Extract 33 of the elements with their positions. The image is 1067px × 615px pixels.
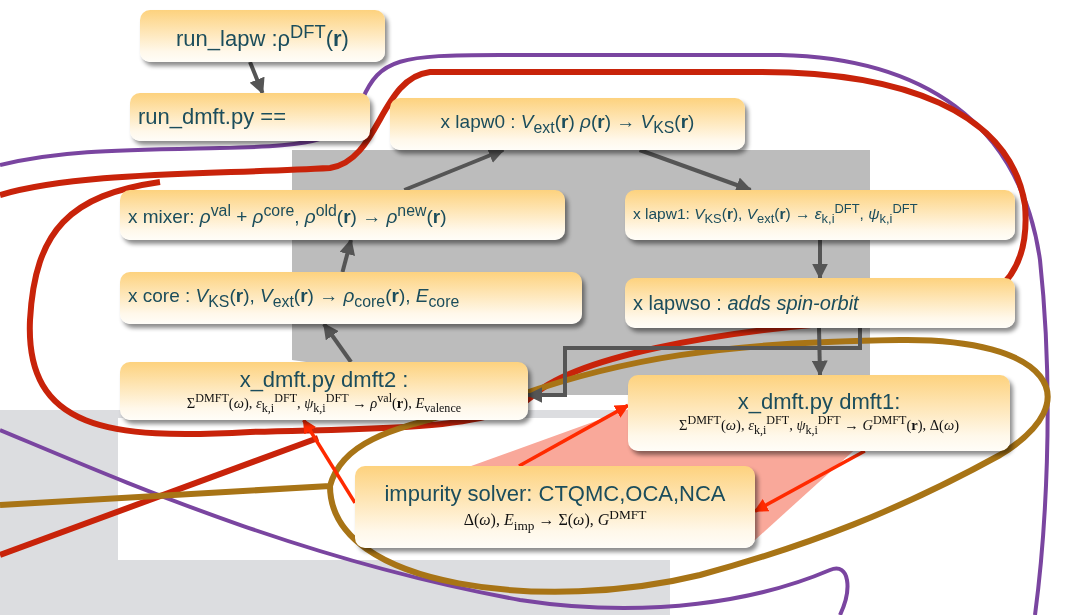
process-box (628, 375, 1010, 451)
arrow (811, 327, 828, 377)
process-box (625, 278, 1015, 328)
arrow (322, 322, 353, 364)
process-box (120, 272, 582, 324)
arrow (248, 61, 265, 95)
process-box (625, 190, 1015, 240)
process-box (390, 98, 745, 150)
arrow (638, 148, 753, 193)
formula-text: Δ(ω), E$_{imp}$ → Σ(ω), G$^{DMFT}$ (463, 506, 647, 533)
arrow (339, 238, 356, 273)
node-label: x_dmft.py dmft1: (737, 388, 901, 414)
arrow (403, 148, 505, 192)
node-label: x_dmft.py dmft2 : (239, 366, 409, 392)
node-label: x lapwso : adds spin-orbit (633, 291, 859, 315)
process-box (355, 466, 755, 548)
node-label: impurity solver: CTQMC,OCA,NCA (384, 481, 726, 507)
node-label: x core : V$_{KS}$(r), V$_{ext}$(r) → ρ$_{core}$(r), E$_{core}$ (128, 285, 460, 311)
arrow (526, 328, 862, 403)
process-box (120, 362, 528, 420)
process-box (140, 10, 385, 62)
process-box (120, 190, 565, 240)
arrow (812, 240, 828, 280)
arrow (302, 418, 357, 504)
node-label: x mixer: ρ$^{val}$ + ρ$^{core}$, ρ$^{old}$(r) → ρ$^{new}$(r) (128, 201, 447, 229)
formula-text: Σ$^{DMFT}$(ω), ε$_{k,i}$$^{DFT}$, ψ$_{k,i}$$^{DFT}$ → G$^{DMFT}$(r), Δ(ω) (678, 413, 960, 438)
node-label: x lapw0 : V$_{ext}$(r) ρ(r) → V$_{KS}$(r) (440, 111, 695, 137)
formula-text: Σ$^{DMFT}$(ω), ε$_{k,i}$$^{DFT}$, ψ$_{k,i}$$^{DFT}$ → ρ$^{val}$(r), E$_{valence}$ (186, 391, 462, 416)
arrow (753, 449, 866, 513)
node-label: run_dmft.py == (138, 104, 286, 130)
node-label: run_lapw :ρ$^{DFT}$(r) (176, 20, 349, 52)
arrow (518, 403, 630, 468)
process-box (130, 93, 370, 141)
